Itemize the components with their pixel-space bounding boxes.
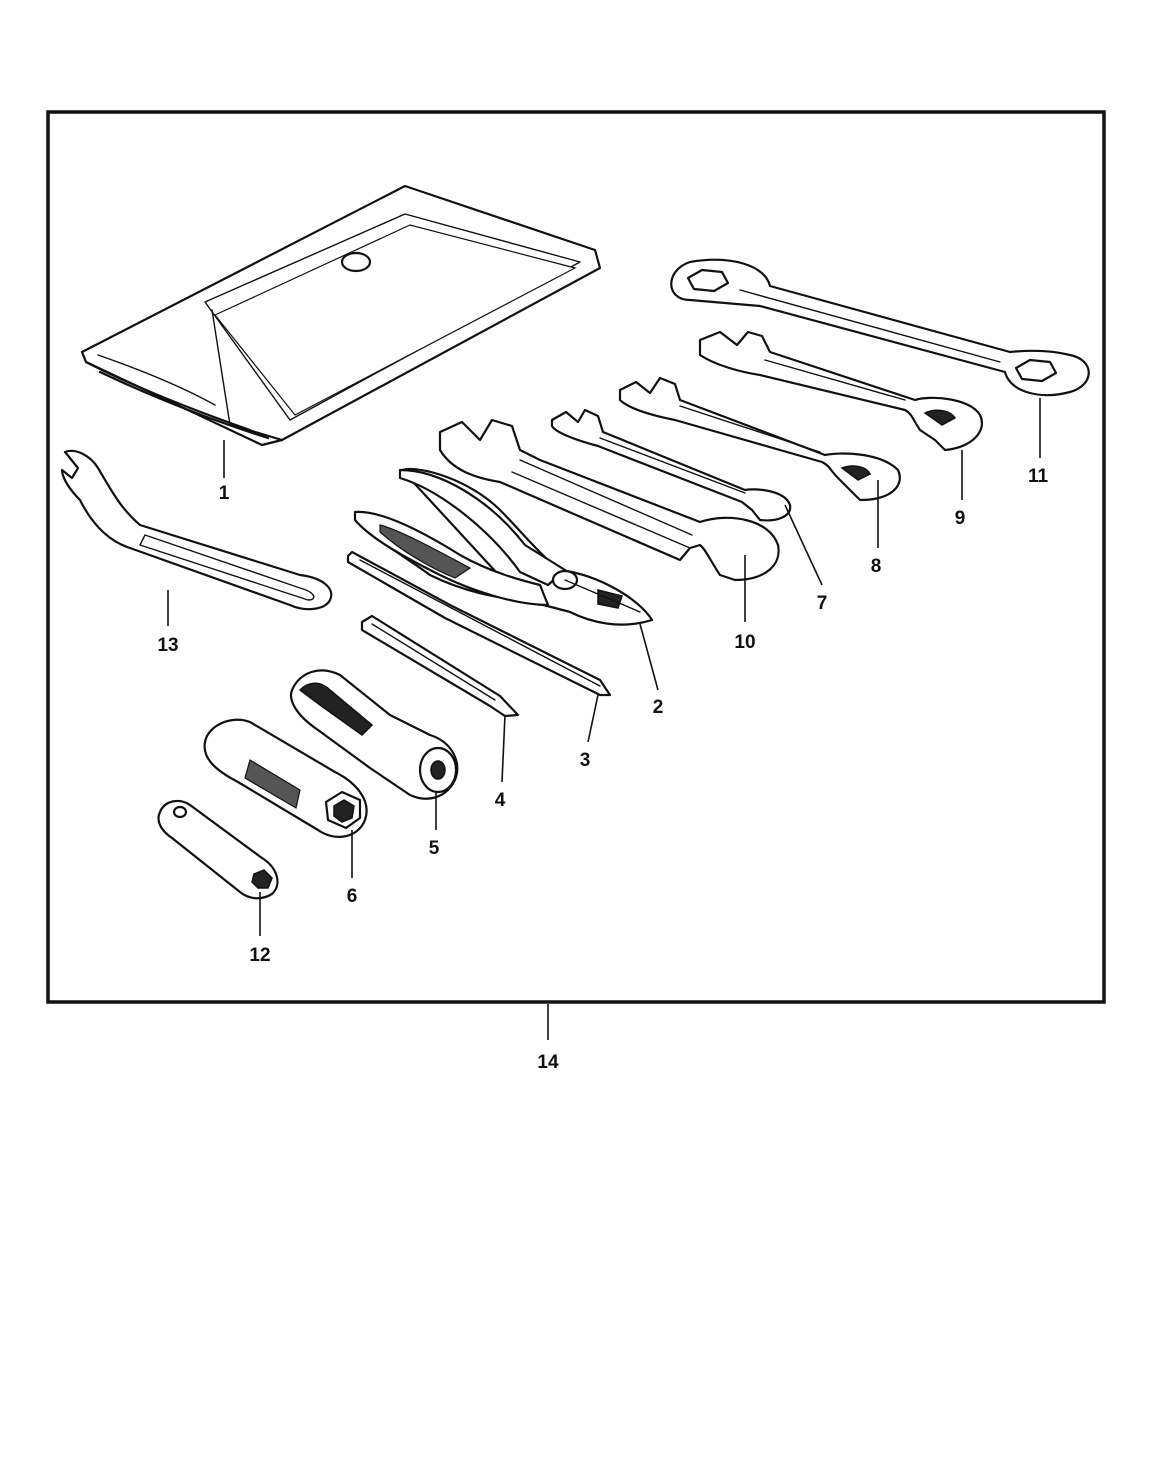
leader-2 (639, 623, 659, 691)
pin-spanner-icon (60, 449, 333, 611)
leader-3 (587, 694, 599, 743)
callout-14: 14 (537, 1052, 559, 1073)
open-end-wrench-medium-icon (618, 376, 901, 502)
callout-1: 1 (219, 483, 230, 504)
box-wrench-icon (670, 258, 1090, 397)
tool-bag-icon (80, 184, 602, 447)
callout-13: 13 (157, 635, 178, 656)
plug-wrench-icon (203, 718, 368, 838)
callout-12: 12 (249, 945, 270, 966)
tool-set-frame-icon (46, 110, 1106, 1004)
callout-2: 2 (653, 697, 664, 718)
leader-7 (784, 504, 823, 586)
callout-8: 8 (871, 556, 882, 577)
pliers-icon (353, 468, 654, 626)
callout-10: 10 (734, 632, 755, 653)
callout-11: 11 (1028, 466, 1049, 487)
callout-3: 3 (580, 750, 591, 771)
callout-7: 7 (817, 593, 828, 614)
screwdriver-blade-icon (346, 550, 612, 697)
callout-9: 9 (955, 508, 966, 529)
leader-lines (167, 398, 1041, 1040)
screwdriver-phillips-icon (360, 614, 520, 718)
callout-5: 5 (429, 838, 440, 859)
screwdriver-handle-icon (289, 669, 459, 800)
leader-4 (501, 714, 506, 783)
open-end-wrench-small-icon (550, 408, 792, 522)
callout-labels: 1 2 3 4 5 6 7 8 9 10 11 12 13 14 (157, 466, 1048, 1073)
callout-6: 6 (347, 886, 358, 907)
open-end-wrench-large-icon (698, 330, 983, 452)
callout-4: 4 (495, 790, 506, 811)
box-spanner-icon (157, 799, 279, 900)
